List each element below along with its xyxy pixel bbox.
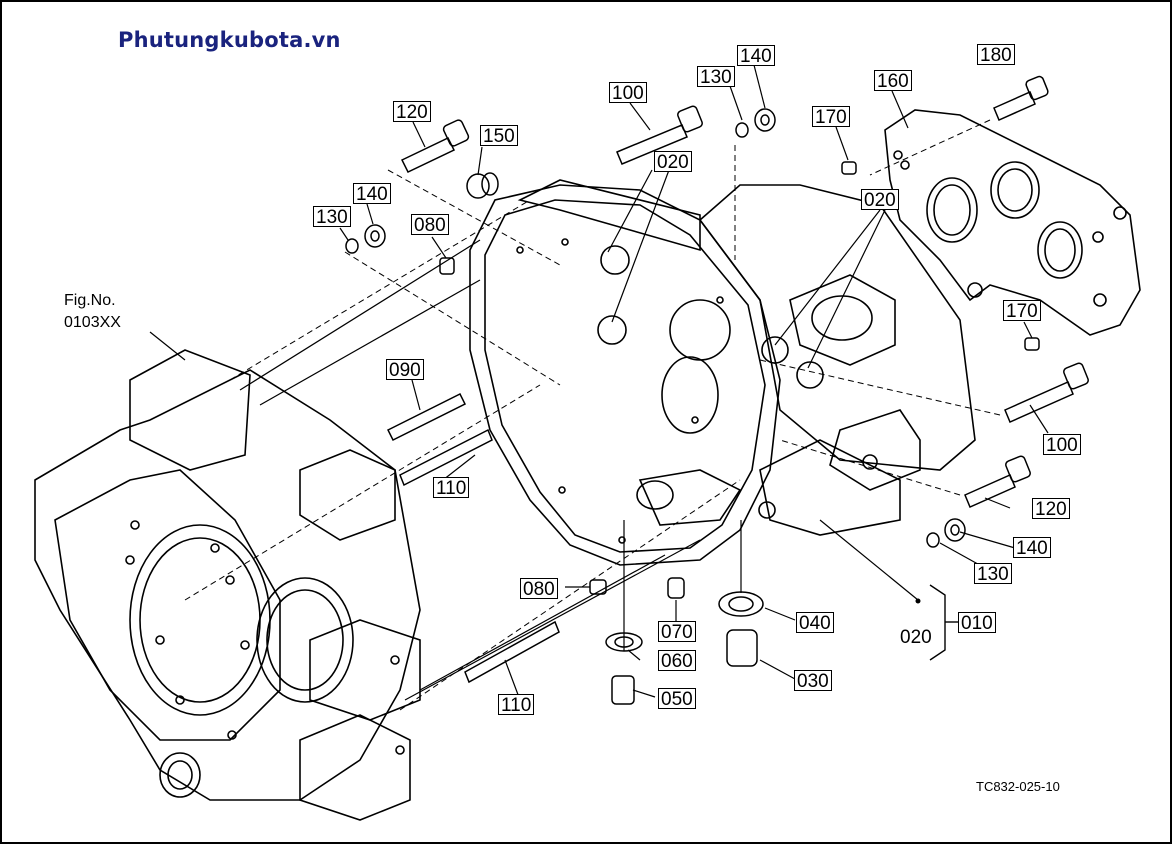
part-label-130[interactable]: 130: [697, 66, 735, 88]
fasteners: [345, 75, 1089, 705]
part-label-130[interactable]: 130: [974, 563, 1012, 585]
part-label-140[interactable]: 140: [353, 183, 391, 205]
part-label-040[interactable]: 040: [796, 612, 834, 634]
part-label-170[interactable]: 170: [1003, 300, 1041, 322]
rear-cover: [884, 109, 1141, 336]
figure-reference-number: 0103XX: [64, 314, 121, 331]
thin-solid-lines: [239, 239, 701, 701]
leader-lines: [149, 64, 1049, 701]
part-label-150[interactable]: 150: [480, 125, 518, 147]
part-label-080[interactable]: 080: [520, 578, 558, 600]
part-label-010[interactable]: 010: [958, 612, 996, 634]
figure-reference-label: Fig.No.: [64, 292, 116, 309]
part-label-110[interactable]: 110: [433, 477, 470, 499]
part-label-080[interactable]: 080: [411, 214, 449, 236]
middle-case: [469, 179, 976, 566]
assembly-lines: [184, 119, 1001, 711]
part-label-120[interactable]: 120: [1032, 498, 1070, 520]
part-label-020[interactable]: 020: [900, 627, 932, 648]
part-label-140[interactable]: 140: [1013, 537, 1051, 559]
front-housing: [34, 349, 421, 821]
part-label-020[interactable]: 020: [861, 189, 899, 211]
part-label-100[interactable]: 100: [609, 82, 647, 104]
part-label-050[interactable]: 050: [658, 688, 696, 710]
part-label-160[interactable]: 160: [874, 70, 912, 92]
part-label-110[interactable]: 110: [498, 694, 535, 716]
drawing-id: TC832-025-10: [976, 779, 1060, 794]
part-label-120[interactable]: 120: [393, 101, 431, 123]
part-label-180[interactable]: 180: [977, 44, 1015, 66]
part-label-170[interactable]: 170: [812, 106, 850, 128]
figure-reference: Fig.No. 0103XX: [64, 290, 121, 334]
assembly-bracket: [929, 584, 958, 661]
part-label-060[interactable]: 060: [658, 650, 696, 672]
part-label-030[interactable]: 030: [794, 670, 832, 692]
brand-watermark: Phutungkubota.vn: [118, 28, 341, 52]
part-label-020[interactable]: 020: [654, 151, 692, 173]
reference-dot: [915, 598, 921, 604]
part-label-070[interactable]: 070: [658, 621, 696, 643]
part-label-090[interactable]: 090: [386, 359, 424, 381]
part-label-130[interactable]: 130: [313, 206, 351, 228]
part-label-140[interactable]: 140: [737, 45, 775, 67]
part-label-100[interactable]: 100: [1043, 434, 1081, 456]
